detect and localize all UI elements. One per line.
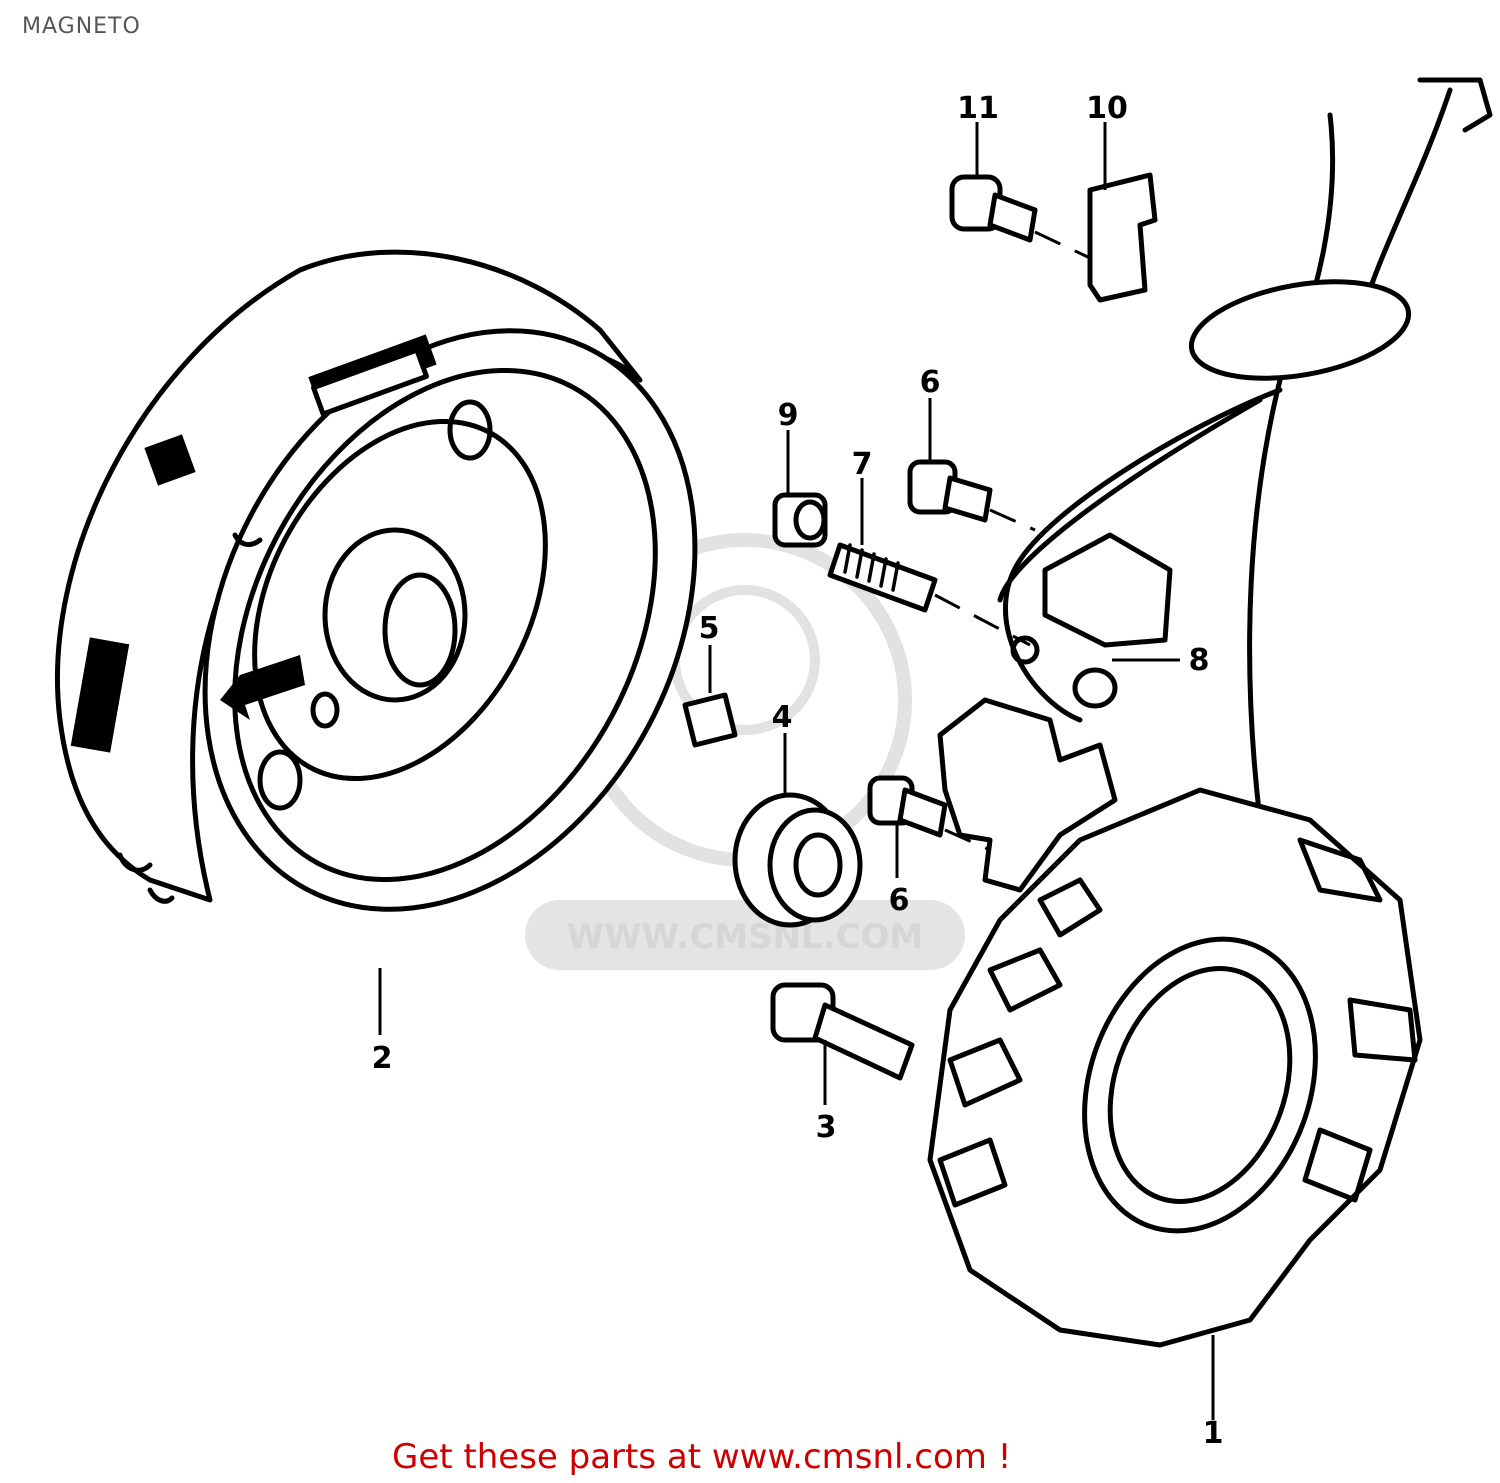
part-8-pickup-coil [937,532,1173,893]
flywheel-rotor [54,249,698,912]
footer-promo-text: Get these parts at www.cmsnl.com ! [392,1437,1012,1477]
part-1-stator [927,77,1493,1348]
part-4-nut [732,792,863,928]
part-11-screw [949,174,1038,243]
callout-4: 4 [772,700,793,735]
callout-1: 1 [1203,1416,1224,1451]
diagram-title: MAGNETO [22,14,141,39]
watermark-text: WWW.CMSNL.COM [567,917,924,957]
callout-6-lower: 6 [889,883,910,918]
part-6-screw-upper [907,459,993,523]
callout-8: 8 [1189,643,1210,678]
callout-6-upper: 6 [920,365,941,400]
callout-9: 9 [778,398,799,433]
callout-2: 2 [372,1041,393,1076]
part-7-stud [827,542,938,613]
part-6-screw-lower [867,775,948,838]
callout-7: 7 [852,447,873,482]
front-direction-arrow [220,655,305,720]
callout-11: 11 [957,91,999,126]
callout-3: 3 [816,1110,837,1145]
part-10-clamp [1087,172,1158,303]
callout-10: 10 [1086,91,1128,126]
callout-5: 5 [699,611,720,646]
part-9-nut [772,492,828,548]
leader-lines [378,122,1215,1420]
part-5-key [682,692,738,748]
part-3-bolt [770,982,915,1081]
